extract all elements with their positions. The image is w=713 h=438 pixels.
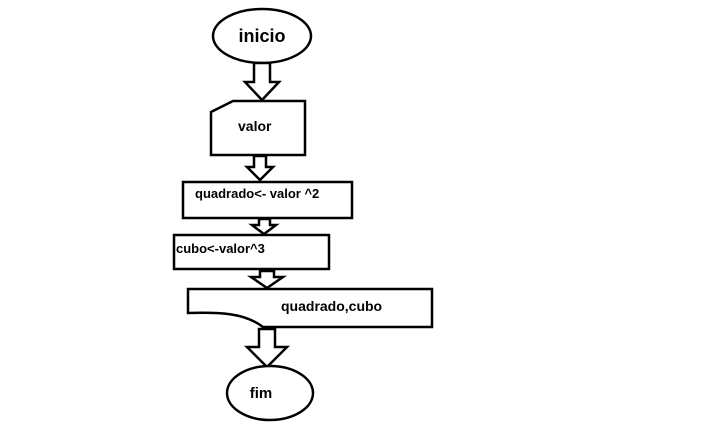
node-square: quadrado<- valor ^2 (181, 180, 354, 220)
output-shape (186, 287, 434, 329)
node-input: valor (209, 99, 307, 157)
node-output: quadrado,cubo (186, 287, 434, 329)
arrow-output-to-end (243, 327, 291, 369)
arrow-input-to-square (243, 154, 277, 182)
output-label: quadrado,cubo (281, 298, 382, 314)
start-label: inicio (238, 26, 285, 46)
end-ellipse (225, 364, 315, 422)
end-label: fim (250, 385, 273, 402)
arrow-square-to-cube (248, 217, 280, 236)
input-label: valor (238, 118, 272, 134)
node-cube: cubo<-valor^3 (172, 233, 331, 271)
square-label: quadrado<- valor ^2 (195, 186, 319, 201)
arrow-start-to-input (242, 61, 282, 102)
input-shape (209, 99, 307, 157)
node-start: inicio (211, 7, 313, 65)
cube-process-box (172, 233, 331, 271)
node-end: fim (225, 364, 315, 422)
cube-label: cubo<-valor^3 (176, 241, 265, 256)
arrow-cube-to-output (246, 269, 288, 290)
